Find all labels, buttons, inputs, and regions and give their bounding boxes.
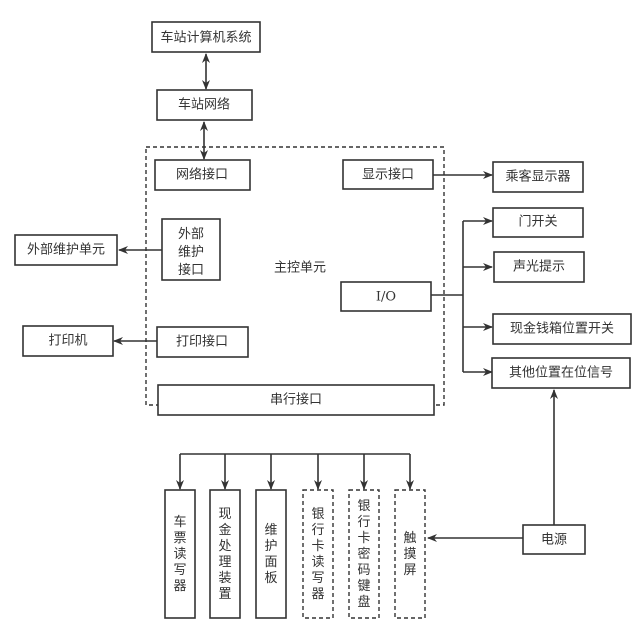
svg-text:I/O: I/O [376, 290, 396, 305]
svg-text:接口: 接口 [178, 262, 204, 278]
serial-device-label-char: 卡 [357, 531, 370, 546]
serial-device-label-char: 器 [173, 579, 186, 594]
serial-device-label-char: 卡 [311, 539, 324, 554]
serial-device-label-char: 触 [403, 531, 416, 546]
serial-device-label-char: 写 [311, 571, 324, 586]
door-switch-box: 门开关 [492, 207, 584, 238]
power-supply-box: 电源 [522, 524, 586, 555]
sound-light-prompt-box: 声光提示 [493, 251, 585, 283]
svg-text:现金钱箱位置开关: 现金钱箱位置开关 [510, 321, 614, 337]
serial-device-label-char: 屏 [403, 563, 416, 578]
station-network-box: 车站网络 [156, 89, 253, 121]
external-maintenance-interface-box: 外部 维护 接口 [161, 218, 221, 281]
svg-text:显示接口: 显示接口 [362, 167, 414, 183]
io-interface-box: I/O [340, 281, 432, 312]
printer-box: 打印机 [22, 325, 114, 357]
serial-device-label-char: 摸 [403, 547, 416, 562]
station-computer-system-box: 车站计算机系统 [151, 21, 261, 53]
passenger-display-box: 乘客显示器 [492, 161, 584, 193]
serial-interface-box: 串行接口 [157, 384, 435, 416]
serial-device-label-char: 键 [357, 579, 370, 594]
serial-device-label-char: 护 [264, 539, 277, 554]
serial-device-label-char: 器 [311, 587, 324, 602]
svg-text:外部: 外部 [178, 227, 204, 242]
main-control-unit-label: 主控单元 [274, 261, 326, 276]
io-branch-lines [431, 217, 493, 376]
svg-text:声光提示: 声光提示 [513, 259, 565, 275]
external-maintenance-unit-box: 外部维护单元 [14, 234, 118, 266]
serial-device-label-char: 银 [311, 507, 324, 522]
serial-device-label-char: 行 [311, 523, 324, 538]
serial-device-label-char: 码 [357, 563, 370, 578]
svg-text:门开关: 门开关 [518, 215, 557, 230]
serial-device-label-char: 盘 [357, 594, 370, 610]
serial-device-label-char: 面 [264, 555, 277, 570]
serial-device-label-char: 写 [173, 563, 186, 578]
serial-device-label-char: 金 [218, 522, 231, 538]
serial-device-box: 触摸屏 [394, 489, 426, 619]
serial-device-label-char: 理 [218, 555, 231, 570]
serial-device-label-char: 票 [173, 531, 186, 546]
serial-device-label-char: 密 [357, 546, 370, 562]
serial-bus-lines [176, 453, 414, 490]
network-interface-box: 网络接口 [154, 159, 251, 191]
svg-text:打印机: 打印机 [48, 334, 87, 349]
svg-text:维护: 维护 [178, 245, 204, 260]
svg-text:车站计算机系统: 车站计算机系统 [160, 30, 251, 46]
svg-text:打印接口: 打印接口 [176, 334, 228, 350]
display-interface-box: 显示接口 [342, 159, 434, 190]
svg-text:串行接口: 串行接口 [270, 392, 322, 408]
serial-device-label-char: 置 [218, 587, 231, 602]
serial-device-label-char: 读 [173, 547, 186, 562]
serial-device-label-char: 板 [264, 571, 277, 586]
svg-text:其他位置在位信号: 其他位置在位信号 [509, 366, 613, 381]
serial-device-label-char: 维 [264, 523, 277, 538]
main-control-unit-frame [145, 146, 445, 406]
serial-device-label-char: 现 [218, 507, 231, 522]
print-interface-box: 打印接口 [156, 326, 249, 358]
serial-device-label-char: 银 [357, 499, 370, 514]
svg-text:网络接口: 网络接口 [176, 167, 228, 183]
svg-text:外部维护单元: 外部维护单元 [27, 243, 105, 258]
svg-text:车站网络: 车站网络 [178, 97, 230, 113]
svg-text:乘客显示器: 乘客显示器 [505, 169, 570, 185]
svg-text:电源: 电源 [541, 533, 567, 548]
serial-device-label-char: 行 [357, 515, 370, 530]
other-position-signal-box: 其他位置在位信号 [491, 357, 631, 389]
serial-device-label-char: 处 [218, 539, 231, 554]
cashbox-position-switch-box: 现金钱箱位置开关 [492, 313, 632, 345]
serial-device-label-char: 车 [173, 514, 186, 530]
serial-device-label-char: 读 [311, 555, 324, 570]
serial-device-label-char: 装 [218, 571, 231, 586]
